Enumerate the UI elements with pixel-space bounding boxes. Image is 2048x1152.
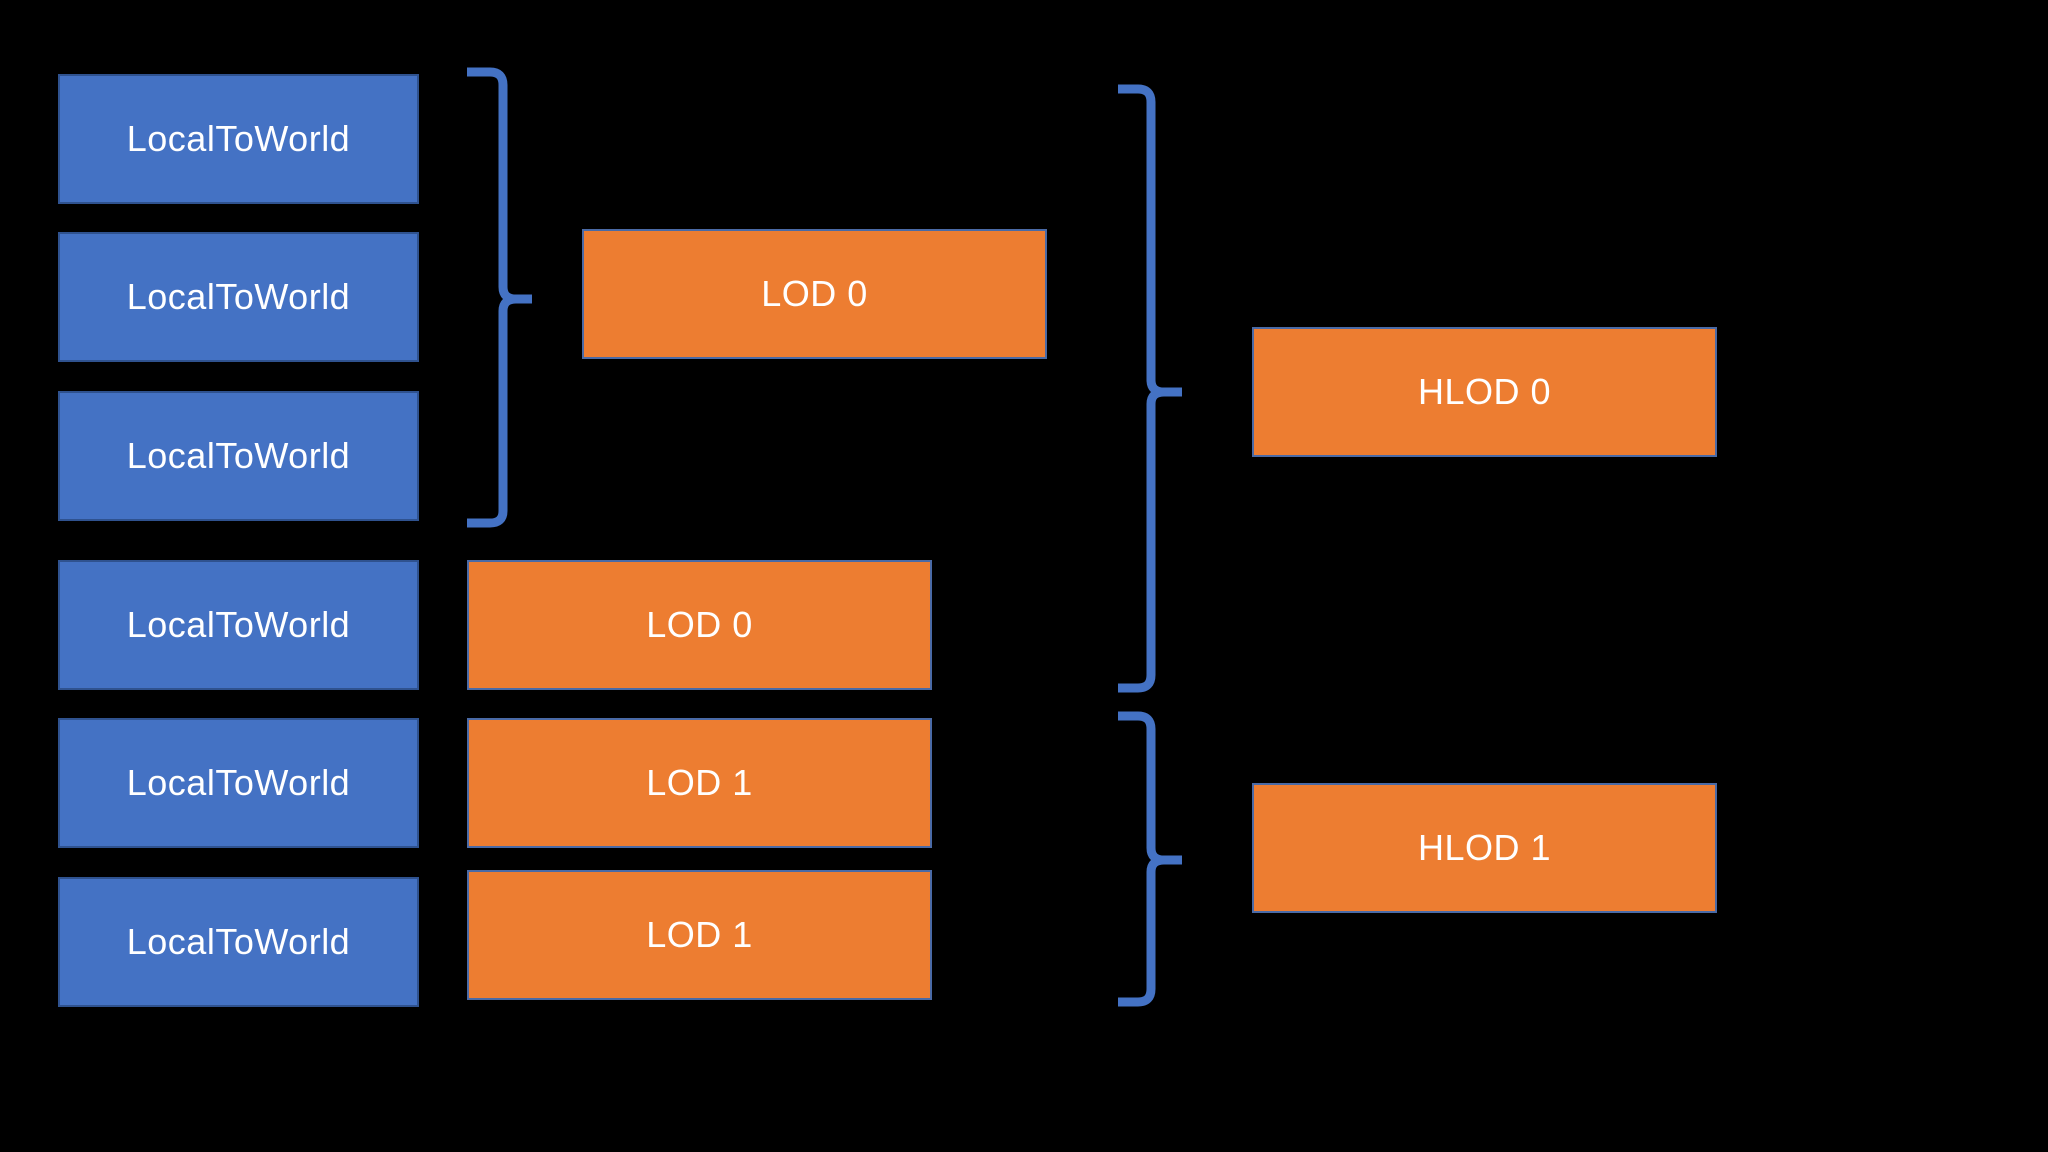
lod-label: LOD 1 bbox=[646, 914, 753, 955]
hlod-label: HLOD 0 bbox=[1417, 371, 1552, 412]
local-to-world-label: LocalToWorld bbox=[126, 435, 351, 476]
hlod-box-1: HLOD 1 bbox=[1252, 783, 1717, 913]
local-to-world-label: LocalToWorld bbox=[126, 762, 351, 803]
lod-box-1: LOD 0 bbox=[467, 560, 932, 690]
local-to-world-box-3: LocalToWorld bbox=[58, 391, 419, 521]
local-to-world-label: LocalToWorld bbox=[126, 921, 351, 962]
local-to-world-box-5: LocalToWorld bbox=[58, 718, 419, 848]
brace-lod-group bbox=[467, 67, 532, 528]
local-to-world-label: LocalToWorld bbox=[126, 276, 351, 317]
local-to-world-box-4: LocalToWorld bbox=[58, 560, 419, 690]
local-to-world-box-1: LocalToWorld bbox=[58, 74, 419, 204]
local-to-world-box-2: LocalToWorld bbox=[58, 232, 419, 362]
local-to-world-label: LocalToWorld bbox=[126, 604, 351, 645]
local-to-world-box-6: LocalToWorld bbox=[58, 877, 419, 1007]
lod-label: LOD 0 bbox=[761, 273, 868, 314]
lod-label: LOD 1 bbox=[646, 762, 753, 803]
lod-box-3: LOD 1 bbox=[467, 870, 932, 1000]
local-to-world-label: LocalToWorld bbox=[126, 118, 351, 159]
hlod-label: HLOD 1 bbox=[1417, 827, 1552, 868]
brace-hlod-0 bbox=[1118, 84, 1182, 693]
lod-box-grouped: LOD 0 bbox=[582, 229, 1047, 359]
lod-label: LOD 0 bbox=[646, 604, 753, 645]
hlod-box-0: HLOD 0 bbox=[1252, 327, 1717, 457]
lod-box-2: LOD 1 bbox=[467, 718, 932, 848]
brace-hlod-1 bbox=[1118, 711, 1182, 1007]
